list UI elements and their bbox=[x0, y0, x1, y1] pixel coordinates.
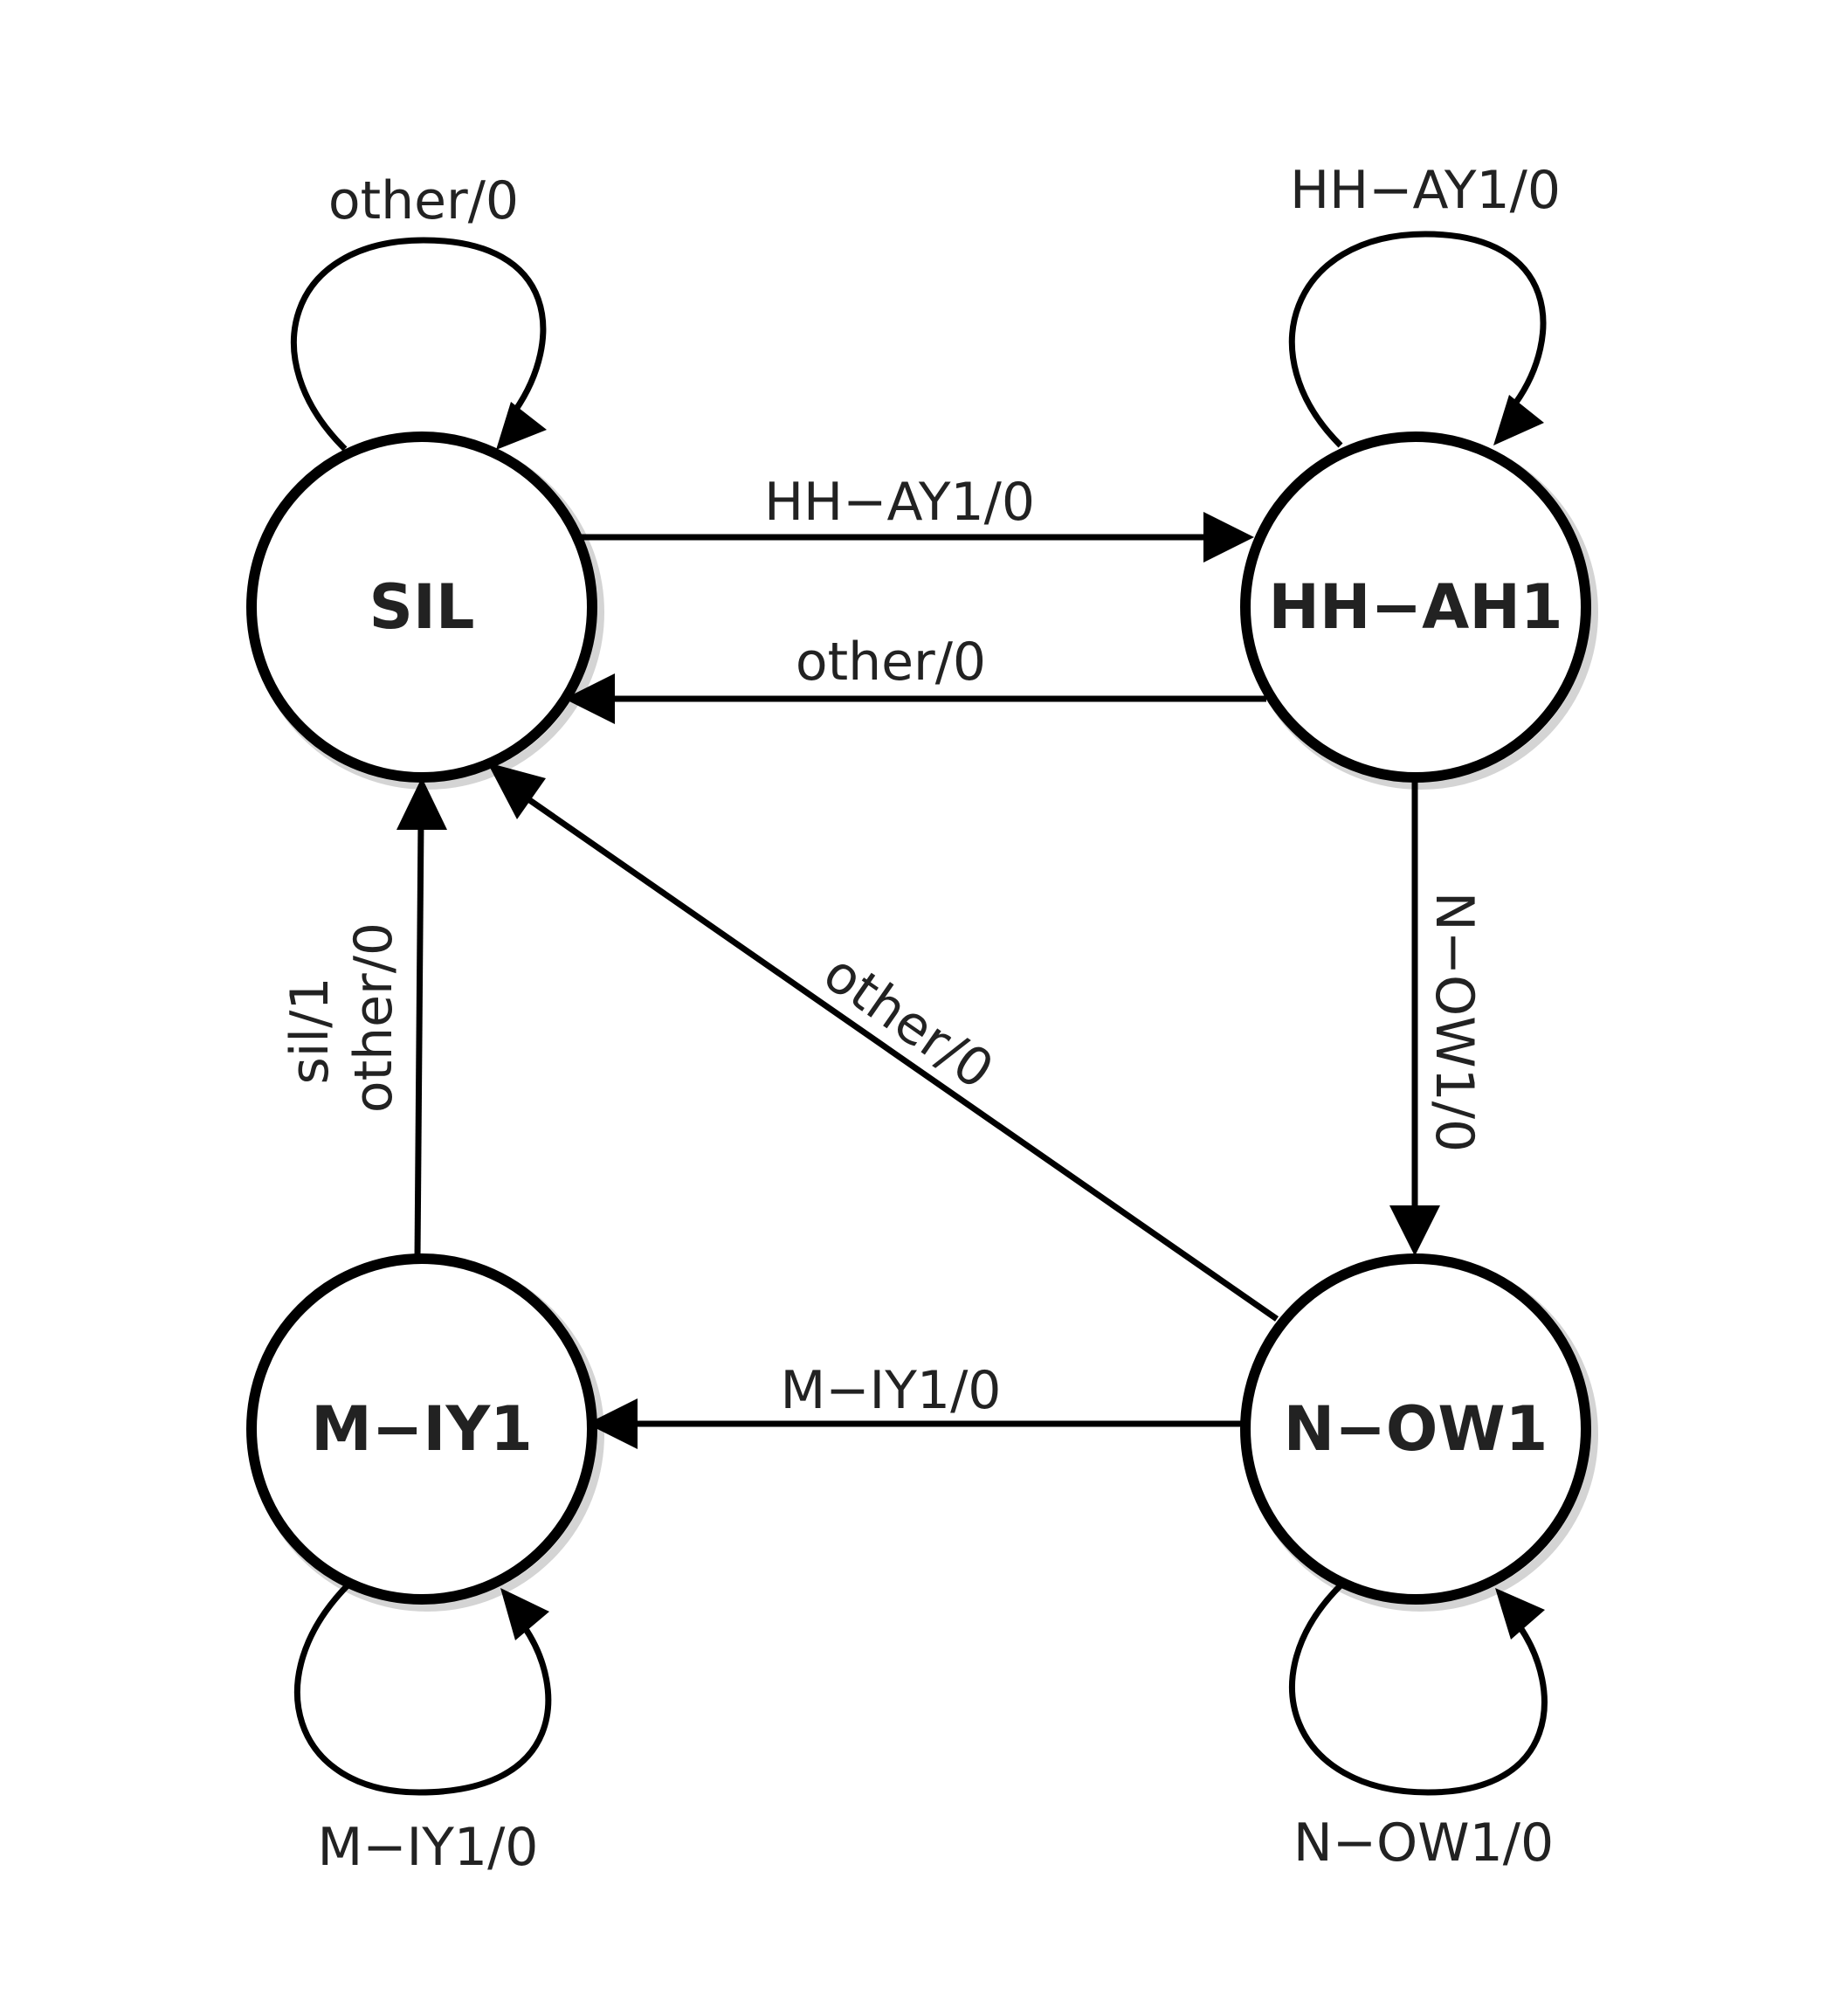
edge-sil-self-loop: other/0 bbox=[291, 170, 547, 452]
edge-n-ow1-self-line bbox=[1289, 1583, 1548, 1796]
edge-sil-self-label: other/0 bbox=[328, 170, 519, 231]
state-hh-ah1: HH−AH1 bbox=[1240, 432, 1598, 790]
edge-sil-to-hh-ah1: HH−AY1/0 bbox=[581, 472, 1254, 563]
edge-m-iy1-to-sil-line bbox=[414, 820, 424, 1259]
state-sil: SIL bbox=[246, 432, 604, 790]
edge-hh-ah1-to-sil-arrowhead bbox=[564, 673, 615, 724]
state-n-ow1-circle bbox=[1240, 1253, 1591, 1605]
edge-n-ow1-self-loop: N−OW1/0 bbox=[1289, 1583, 1554, 1874]
state-m-iy1: M−IY1 bbox=[246, 1253, 604, 1612]
edge-m-iy1-self-loop: M−IY1/0 bbox=[293, 1583, 552, 1878]
edge-sil-self-arrowhead bbox=[496, 402, 547, 450]
state-m-iy1-label: M−IY1 bbox=[311, 1393, 533, 1465]
edge-n-ow1-to-m-iy1-label: M−IY1/0 bbox=[781, 1360, 1002, 1421]
state-m-iy1-circle bbox=[246, 1253, 597, 1605]
edge-hh-ah1-self-loop: HH−AY1/0 bbox=[1288, 160, 1561, 448]
edge-m-iy1-to-sil-arrowhead bbox=[396, 777, 447, 830]
state-n-ow1-label: N−OW1 bbox=[1284, 1393, 1548, 1465]
state-hh-ah1-label: HH−AH1 bbox=[1268, 571, 1562, 643]
edge-m-iy1-to-sil: sil/1 other/0 bbox=[279, 777, 447, 1259]
edge-sil-to-hh-ah1-label: HH−AY1/0 bbox=[764, 472, 1035, 533]
edge-sil-to-hh-ah1-arrowhead bbox=[1203, 512, 1254, 563]
edge-hh-ah1-to-n-ow1-label: N−OW1/0 bbox=[1424, 892, 1485, 1152]
edge-hh-ah1-self-arrowhead bbox=[1493, 395, 1544, 445]
edge-n-ow1-to-sil-label: other/0 bbox=[812, 942, 1003, 1101]
edge-hh-ah1-self-label: HH−AY1/0 bbox=[1290, 160, 1561, 221]
edge-m-iy1-to-sil-label-line1: sil/1 bbox=[279, 977, 341, 1085]
edge-hh-ah1-self-line bbox=[1288, 231, 1547, 448]
edge-n-ow1-to-m-iy1-arrowhead bbox=[587, 1398, 638, 1449]
edge-sil-self-line bbox=[291, 237, 547, 452]
edge-n-ow1-to-sil-arrowhead bbox=[487, 763, 546, 819]
state-n-ow1: N−OW1 bbox=[1240, 1253, 1598, 1612]
edge-n-ow1-to-sil: other/0 bbox=[487, 763, 1279, 1322]
edge-hh-ah1-to-sil-label: other/0 bbox=[796, 632, 986, 693]
state-sil-label: SIL bbox=[369, 571, 474, 643]
edge-m-iy1-self-label: M−IY1/0 bbox=[318, 1817, 539, 1878]
edge-m-iy1-self-arrowhead bbox=[500, 1588, 549, 1640]
edge-n-ow1-self-arrowhead bbox=[1495, 1588, 1545, 1640]
edge-m-iy1-self-line bbox=[293, 1583, 552, 1796]
edge-n-ow1-to-m-iy1: M−IY1/0 bbox=[587, 1360, 1244, 1449]
edge-n-ow1-to-sil-line bbox=[527, 797, 1279, 1322]
edge-n-ow1-self-label: N−OW1/0 bbox=[1293, 1812, 1554, 1874]
edge-hh-ah1-to-sil: other/0 bbox=[564, 632, 1266, 724]
edge-hh-ah1-to-n-ow1-arrowhead bbox=[1389, 1205, 1440, 1256]
edge-hh-ah1-to-n-ow1: N−OW1/0 bbox=[1389, 777, 1485, 1256]
edge-m-iy1-to-sil-label-line2: other/0 bbox=[343, 922, 404, 1113]
